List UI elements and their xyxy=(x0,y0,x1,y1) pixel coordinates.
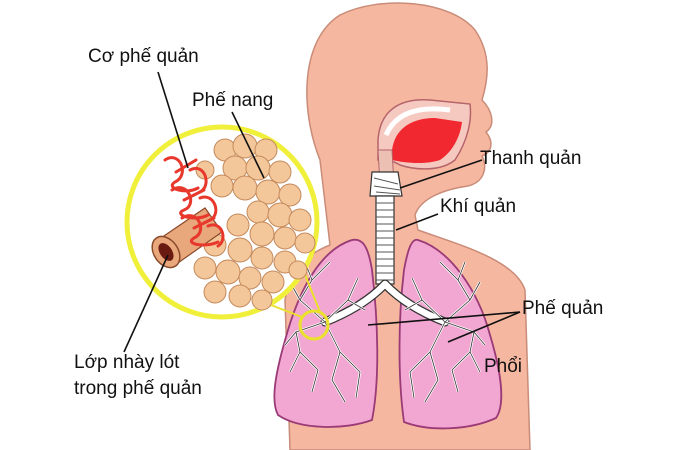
trachea-shape xyxy=(375,195,395,285)
label-larynx: Thanh quản xyxy=(480,148,582,169)
bronchial-tree-left-outline xyxy=(284,261,366,403)
label-bronchi: Phế quản xyxy=(522,298,604,319)
label-trachea: Khí quản xyxy=(440,196,517,217)
palate xyxy=(383,106,451,137)
label-lungs: Phổi xyxy=(484,356,523,377)
bronchial-muscle-fibers xyxy=(163,156,225,248)
alveoli-cluster xyxy=(193,133,316,311)
zoom-source-circle xyxy=(298,309,330,341)
right-lung xyxy=(398,238,503,430)
label-mucus-line1: Lớp nhày lót xyxy=(74,352,180,373)
pointer-lines xyxy=(123,71,521,353)
label-alveoli: Phế nang xyxy=(192,90,274,111)
larynx-shape xyxy=(369,171,403,197)
label-mucus-line2: trong phế quản xyxy=(74,378,202,399)
bronchial-tree-right-outline xyxy=(404,261,486,403)
mouth-red xyxy=(392,118,462,164)
label-bronchial-muscle: Cơ phế quản xyxy=(88,46,199,67)
